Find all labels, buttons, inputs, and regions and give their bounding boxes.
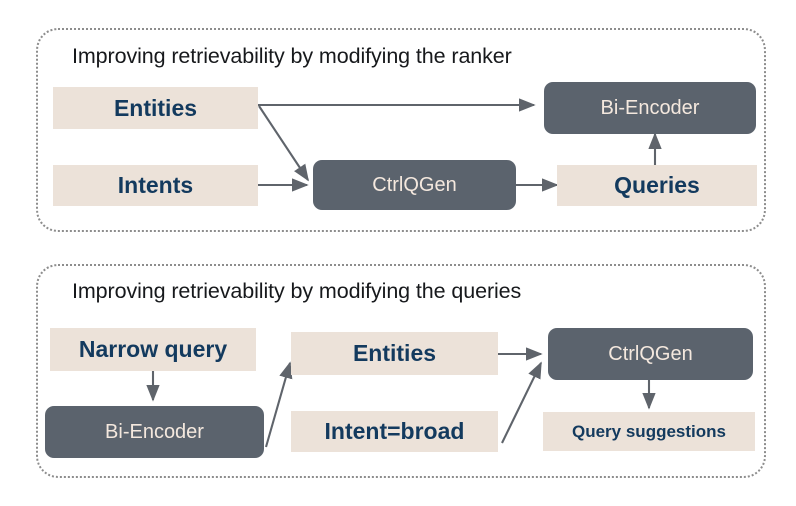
node-narrow-query[interactable]: Narrow query [50,328,256,371]
node-entities-2[interactable]: Entities [291,332,498,375]
node-queries[interactable]: Queries [557,165,757,206]
panel-modifying-queries [36,264,766,478]
node-ctrlqgen-2[interactable]: CtrlQGen [548,328,753,380]
node-entities[interactable]: Entities [53,87,258,129]
node-intents[interactable]: Intents [53,165,258,206]
node-intent-broad[interactable]: Intent=broad [291,411,498,452]
node-bi-encoder-2[interactable]: Bi-Encoder [45,406,264,458]
node-bi-encoder[interactable]: Bi-Encoder [544,82,756,134]
panel-modifying-ranker [36,28,766,232]
panel-title-bottom: Improving retrievability by modifying th… [72,279,522,303]
panel-title-top: Improving retrievability by modifying th… [72,44,512,68]
node-ctrlqgen[interactable]: CtrlQGen [313,160,516,210]
node-query-suggestions[interactable]: Query suggestions [543,412,755,451]
